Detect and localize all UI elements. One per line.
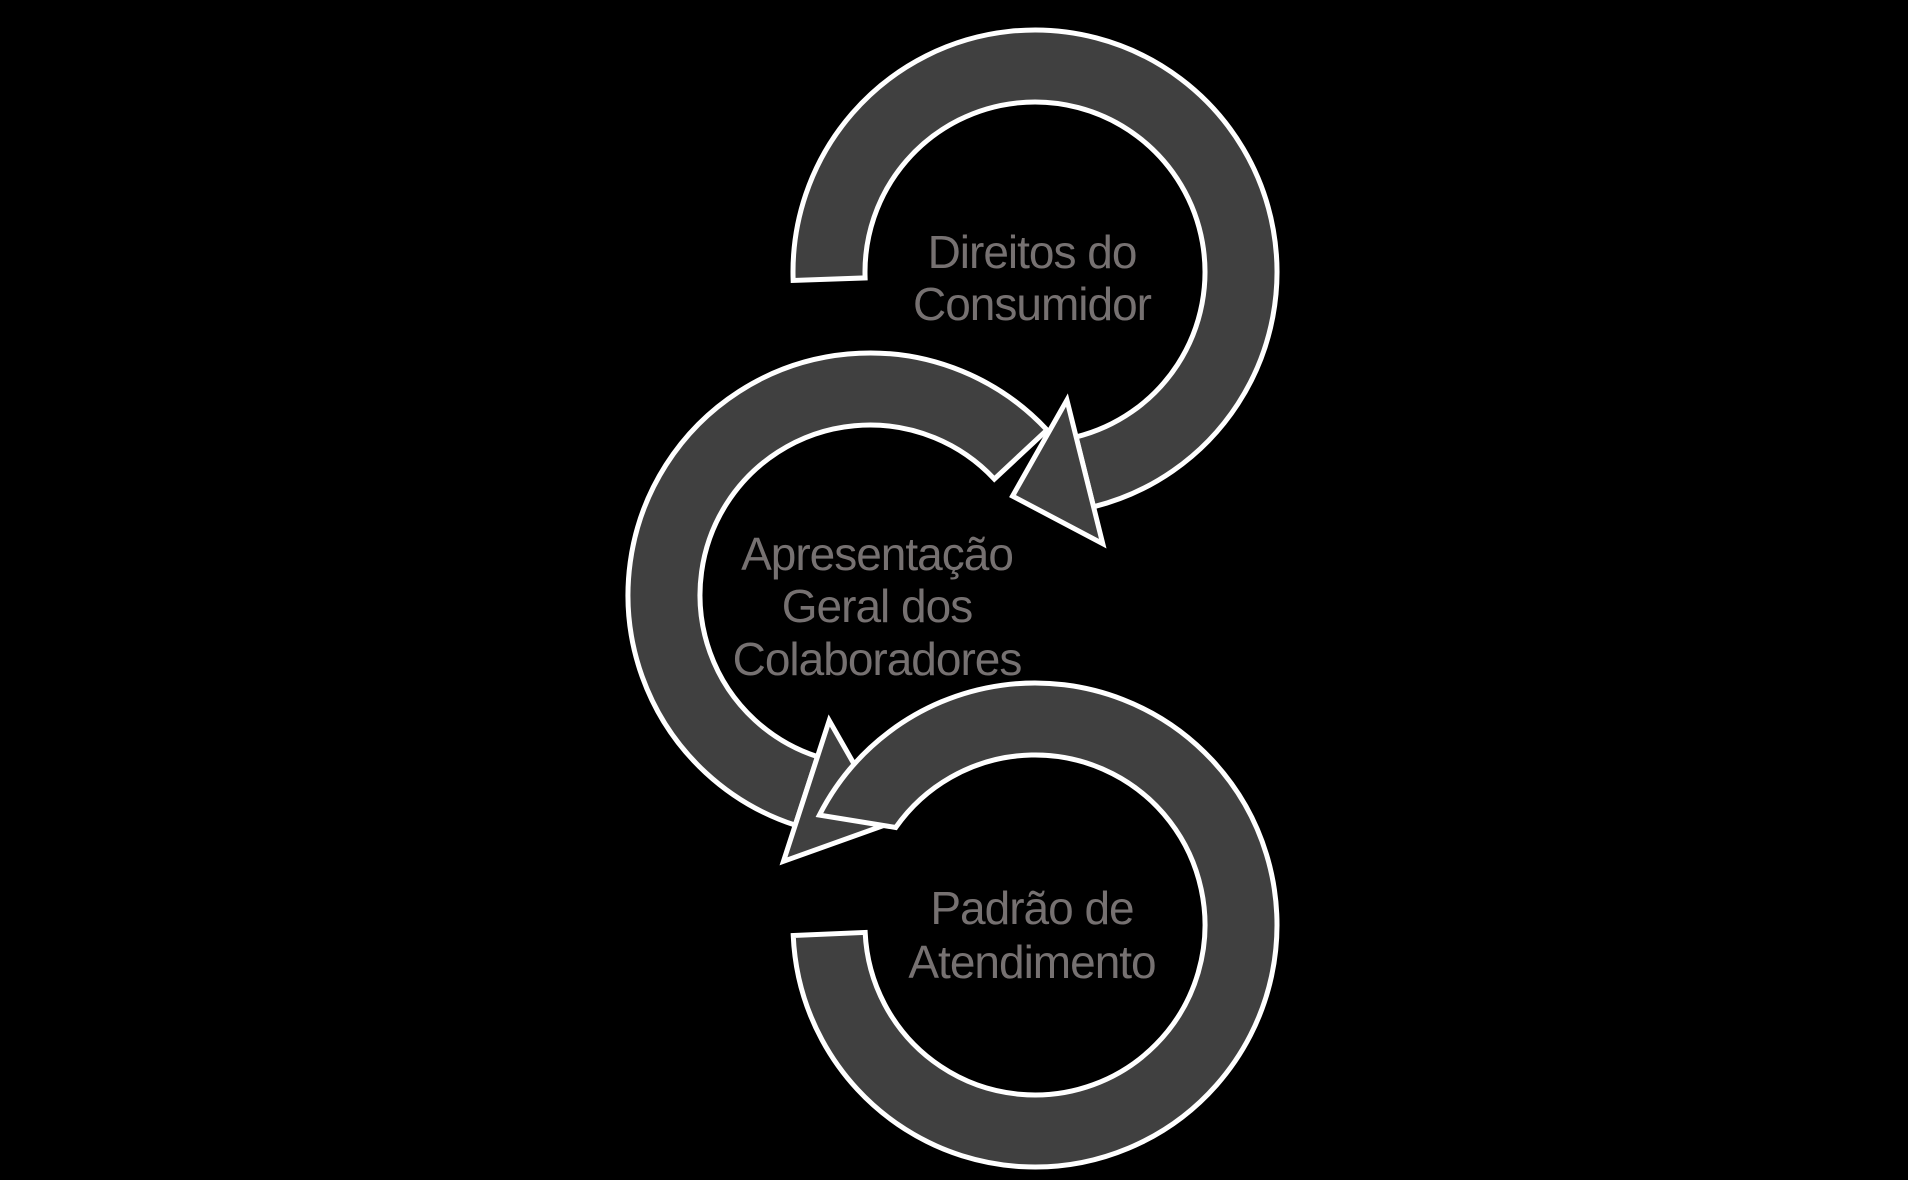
- circular-arrow-step-3: [790, 680, 1280, 1170]
- circular-arrow-step-2: [625, 350, 1051, 829]
- circular-arrow-step-1: [790, 27, 1280, 510]
- step-2-label-line-1: Apresentação: [741, 528, 1013, 580]
- step-2-label-line-3: Colaboradores: [733, 633, 1022, 685]
- step-3-label-line-2: Atendimento: [908, 936, 1155, 988]
- step-1-label-line-1: Direitos do: [928, 226, 1137, 278]
- step-1-label: Direitos do Consumidor: [913, 226, 1153, 330]
- circular-arrow-step-1-arrowhead-icon: [1009, 393, 1107, 549]
- circular-arrows-group: [625, 27, 1280, 1170]
- step-2-label: Apresentação Geral dos Colaboradores: [733, 528, 1023, 685]
- step-3-label-line-1: Padrão de: [930, 882, 1133, 934]
- step-1-label-line-2: Consumidor: [913, 278, 1152, 330]
- step-2-label-line-2: Geral dos: [782, 580, 972, 632]
- step-3-label: Padrão de Atendimento: [908, 882, 1156, 988]
